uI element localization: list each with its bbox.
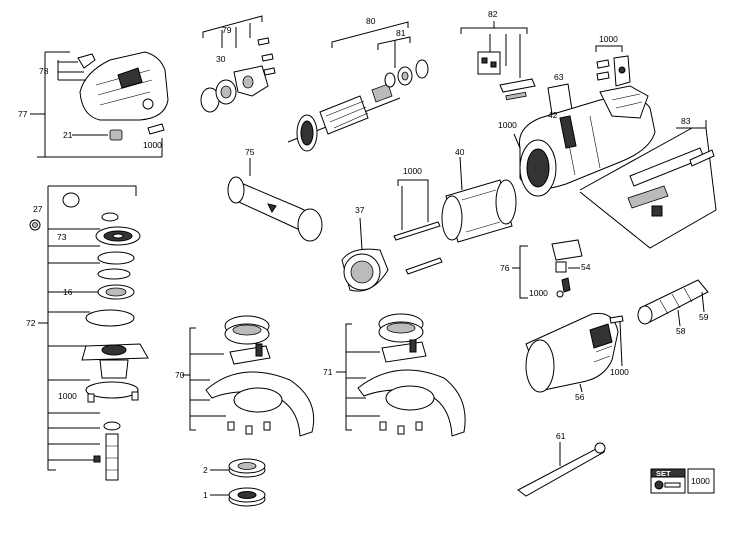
label-27: 27 xyxy=(33,204,43,214)
label-42: 42 xyxy=(548,110,558,120)
part-75-side-handle xyxy=(227,158,323,242)
group-82-brush-holder xyxy=(460,21,573,115)
label-70: 70 xyxy=(175,370,185,380)
label-81: 81 xyxy=(396,28,406,38)
label-63: 63 xyxy=(554,72,564,82)
label-76: 76 xyxy=(500,263,510,273)
label-80: 80 xyxy=(366,16,376,26)
label-1000-mid: 1000 xyxy=(403,166,422,176)
label-75: 75 xyxy=(245,147,255,157)
label-56: 56 xyxy=(575,392,585,402)
group-79-bearing-flange xyxy=(200,15,276,113)
label-1000-56: 1000 xyxy=(610,367,629,377)
label-1000-72: 1000 xyxy=(58,391,77,401)
label-83: 83 xyxy=(681,116,691,126)
part-58-59-cable-sleeve xyxy=(637,279,709,327)
part-83-cable-assembly xyxy=(579,120,717,249)
label-54: 54 xyxy=(581,262,591,272)
label-2: 2 xyxy=(203,465,208,475)
label-30: 30 xyxy=(216,54,226,64)
label-71: 71 xyxy=(323,367,333,377)
part-56-rear-housing xyxy=(525,312,624,393)
group-72-spindle-assembly xyxy=(29,185,149,481)
part-61-spanner-wrench xyxy=(517,442,606,497)
label-58: 58 xyxy=(676,326,686,336)
label-78: 78 xyxy=(39,66,49,76)
part-1-clamping-nut xyxy=(210,487,266,507)
group-77-gear-housing xyxy=(30,51,169,158)
group-76-switch-parts xyxy=(512,239,583,299)
part-42-motor-housing xyxy=(518,85,656,197)
part-2-inner-flange xyxy=(210,458,266,478)
part-40-field-stator xyxy=(441,156,517,243)
set-badge-number: 1000 xyxy=(691,476,710,486)
label-37: 37 xyxy=(355,205,365,215)
set-kit-badge: SET 1000 xyxy=(650,468,715,494)
label-40: 40 xyxy=(455,147,465,157)
label-79: 79 xyxy=(222,25,232,35)
set-badge-title: SET xyxy=(656,469,671,478)
label-59: 59 xyxy=(699,312,709,322)
group-70-wheel-guard xyxy=(182,315,315,437)
group-71-wheel-guard xyxy=(336,313,466,437)
label-16: 16 xyxy=(63,287,73,297)
label-21: 21 xyxy=(63,130,73,140)
label-72: 72 xyxy=(26,318,36,328)
label-1000-76: 1000 xyxy=(529,288,548,298)
label-1000-switch: 1000 xyxy=(599,34,618,44)
group-1000-stator-screws xyxy=(341,179,443,292)
group-1000-switch-screws xyxy=(595,45,631,87)
label-77: 77 xyxy=(18,109,28,119)
label-1000-housing: 1000 xyxy=(143,140,162,150)
label-1: 1 xyxy=(203,490,208,500)
label-61: 61 xyxy=(556,431,566,441)
label-1000-housing-right: 1000 xyxy=(498,120,517,130)
group-80-armature xyxy=(287,21,429,152)
label-73: 73 xyxy=(57,232,67,242)
label-82: 82 xyxy=(488,9,498,19)
